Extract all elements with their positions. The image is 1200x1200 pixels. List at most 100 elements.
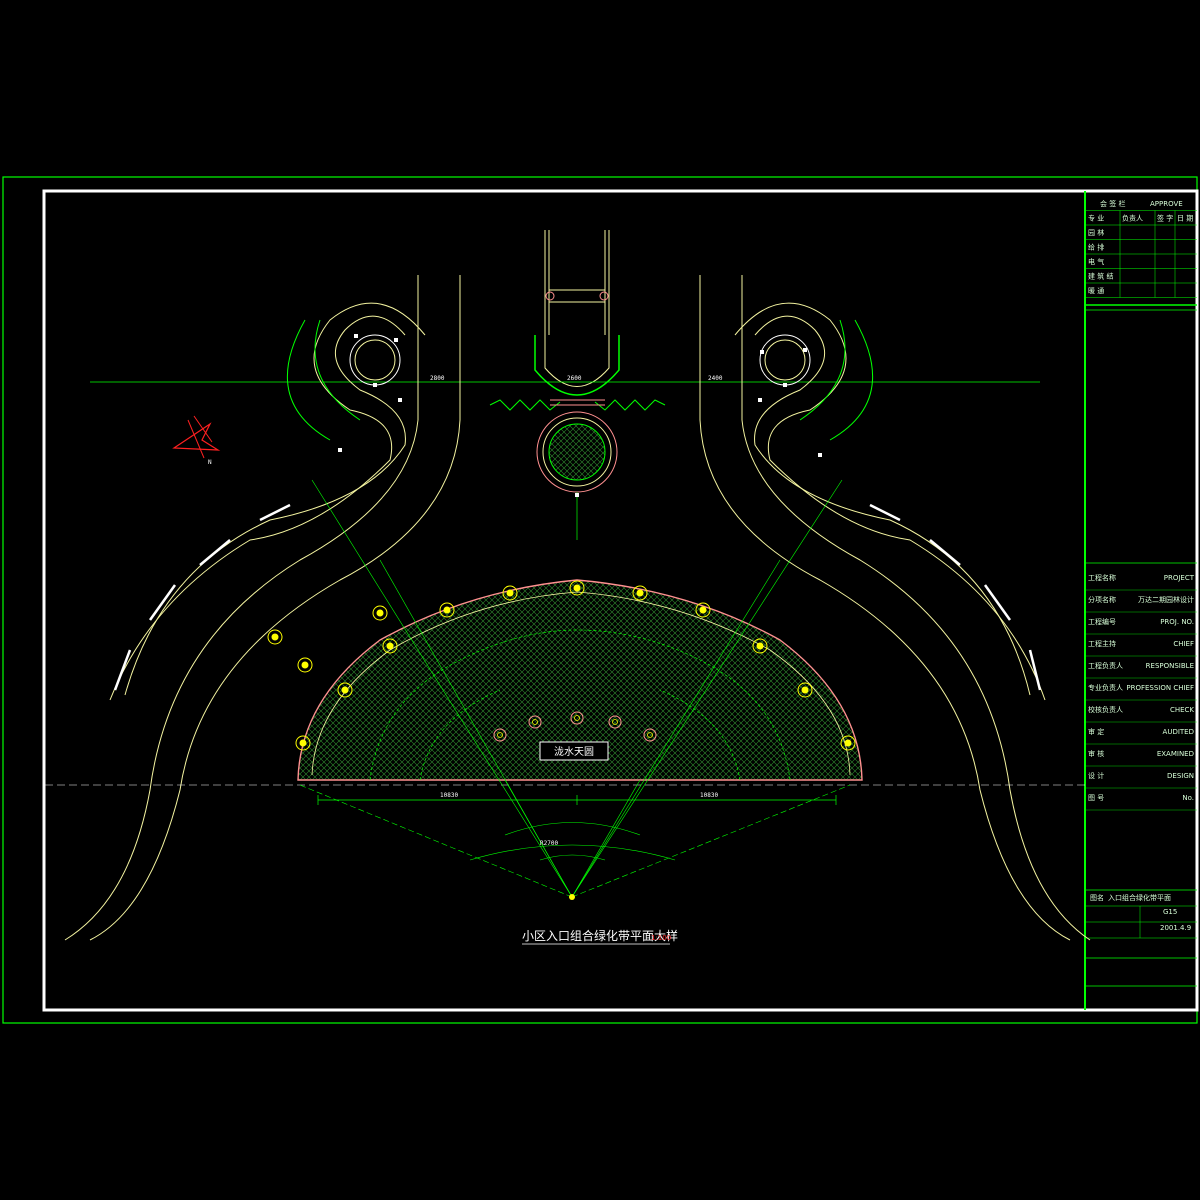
bench-icon bbox=[869, 503, 901, 522]
tb-date: 2001.4.9 bbox=[1160, 924, 1191, 932]
tree-icon bbox=[267, 629, 283, 645]
north-arrow-icon: N bbox=[172, 415, 221, 466]
title-block-mid-label: 工程主持 bbox=[1088, 639, 1116, 648]
title-block-mid-value: EXAMINED bbox=[1157, 750, 1194, 758]
tb-sheet-no: G15 bbox=[1163, 908, 1177, 916]
right-curved-path bbox=[699, 275, 1091, 941]
title-block-mid-value: RESPONSIBLE bbox=[1146, 662, 1194, 670]
tb-drawing-name-label: 图名 bbox=[1090, 893, 1104, 902]
title-block-top-cell: 建 筑 结 bbox=[1088, 272, 1113, 281]
left-curved-path bbox=[64, 275, 461, 941]
tree-icon bbox=[695, 602, 711, 618]
lamp-icon bbox=[803, 348, 807, 352]
title-block-top-cell: 给 排 bbox=[1088, 243, 1104, 252]
lamp-icon bbox=[575, 493, 579, 497]
title-block-mid-value: CHIEF bbox=[1173, 640, 1194, 648]
inner-frame bbox=[42, 189, 1199, 1012]
fan-planting-bed bbox=[45, 579, 1085, 786]
title-block-mid-value: PROFESSION CHIEF bbox=[1126, 684, 1194, 692]
title-block-top-cell: 电 气 bbox=[1088, 257, 1104, 266]
title-block-mid-value: AUDITED bbox=[1163, 728, 1194, 736]
title-block-top-cell: 会 签 栏 bbox=[1100, 199, 1125, 208]
tree-icon bbox=[372, 605, 388, 621]
tree-icon bbox=[295, 735, 311, 751]
title-block-mid-label: 工程负责人 bbox=[1088, 661, 1123, 670]
title-block-mid-label: 设 计 bbox=[1088, 771, 1104, 780]
dim-left-width: 10830 bbox=[440, 792, 458, 799]
title-block-mid-label: 审 核 bbox=[1088, 749, 1104, 758]
feature-label-box: 泷水天圆 bbox=[539, 741, 609, 761]
lamp-icon bbox=[394, 338, 398, 342]
lamp-markers bbox=[338, 334, 822, 497]
lamp-icon bbox=[818, 453, 822, 457]
radial-construction-lines bbox=[299, 479, 851, 900]
title-block-mid-label: 校核负责人 bbox=[1088, 705, 1123, 714]
bench-icon bbox=[929, 539, 961, 566]
lamp-icon bbox=[354, 334, 358, 338]
svg-text:N: N bbox=[208, 459, 212, 466]
entrance-walkway bbox=[90, 230, 1040, 411]
lamp-icon bbox=[373, 383, 377, 387]
tree-markers bbox=[267, 580, 856, 751]
tree-icon bbox=[297, 657, 313, 673]
title-block-top-cell: 专 业 bbox=[1088, 214, 1104, 223]
tree-icon bbox=[439, 602, 455, 618]
lamp-icon bbox=[398, 398, 402, 402]
title-block-mid-value: DESIGN bbox=[1167, 772, 1194, 780]
title-block-mid-label: 专业负责人 bbox=[1088, 683, 1123, 692]
tree-icon bbox=[632, 585, 648, 601]
title-block-top-cell: 暖 通 bbox=[1088, 286, 1104, 295]
title-block-mid-value: PROJ. NO. bbox=[1160, 618, 1194, 626]
tree-icon bbox=[752, 638, 768, 654]
title-block-mid-label: 分项名称 bbox=[1088, 595, 1116, 604]
planter-icon bbox=[643, 728, 657, 742]
lamp-icon bbox=[758, 398, 762, 402]
dim-left-gap: 2800 bbox=[430, 375, 445, 382]
tree-icon bbox=[382, 638, 398, 654]
dim-right-gap: 2400 bbox=[708, 375, 723, 382]
title-block-mid-value: 万达二期园林设计 bbox=[1138, 595, 1194, 604]
title-block-mid-value: PROJECT bbox=[1164, 574, 1195, 582]
lamp-icon bbox=[783, 383, 787, 387]
planter-icon bbox=[528, 715, 542, 729]
lamp-icon bbox=[338, 448, 342, 452]
bench-icon bbox=[1028, 649, 1042, 691]
bench-icon bbox=[259, 503, 291, 522]
planter-icon bbox=[570, 711, 584, 725]
bench-icon bbox=[113, 649, 132, 691]
title-block-mid-label: 审 定 bbox=[1088, 727, 1104, 736]
title-block-mid-value: CHECK bbox=[1170, 706, 1194, 714]
bench-markers bbox=[113, 503, 1042, 691]
planter-icon bbox=[608, 715, 622, 729]
title-block-mid-label: 工程名称 bbox=[1088, 573, 1116, 582]
tree-icon bbox=[337, 682, 353, 698]
title-block-top-cell: 日 期 bbox=[1177, 215, 1193, 223]
drawing-title-group: 小区入口组合绿化带平面大样 1:100 bbox=[522, 928, 678, 945]
planter-icon bbox=[493, 728, 507, 742]
title-block-top-cell: 签 字 bbox=[1157, 214, 1173, 223]
bench-icon bbox=[983, 584, 1012, 621]
tree-icon bbox=[797, 682, 813, 698]
dim-right-width: 10830 bbox=[700, 792, 718, 799]
tree-icon bbox=[569, 580, 585, 596]
lamp-icon bbox=[760, 350, 764, 354]
title-block-mid-label: 工程编号 bbox=[1088, 617, 1116, 626]
feature-label: 泷水天圆 bbox=[554, 745, 594, 758]
bench-icon bbox=[199, 539, 231, 566]
bench-icon bbox=[148, 584, 177, 621]
drawing-title: 小区入口组合绿化带平面大样 bbox=[522, 928, 678, 943]
dim-top-width: 2600 bbox=[567, 375, 582, 382]
tb-drawing-name: 入口组合绿化带平面 bbox=[1108, 893, 1171, 902]
title-block-top-cell: APPROVE bbox=[1150, 200, 1183, 208]
title-block-mid-value: No. bbox=[1182, 794, 1194, 802]
title-block-mid-label: 图 号 bbox=[1088, 794, 1104, 802]
dim-radius: R2700 bbox=[540, 840, 558, 847]
tree-icon bbox=[502, 585, 518, 601]
title-block: 会 签 栏 APPROVE 专 业 负责人 签 字日 期园 林给 排电 气建 筑 结暖 … bbox=[1084, 191, 1197, 1010]
dimension-line: 10830 10830 2800 2400 2600 R2700 bbox=[317, 375, 837, 847]
round-planter bbox=[536, 411, 618, 540]
title-block-top-cell: 负责人 bbox=[1122, 214, 1143, 223]
title-block-top-cell: 园 林 bbox=[1088, 228, 1104, 237]
drawing-scale: 1:100 bbox=[651, 934, 671, 942]
